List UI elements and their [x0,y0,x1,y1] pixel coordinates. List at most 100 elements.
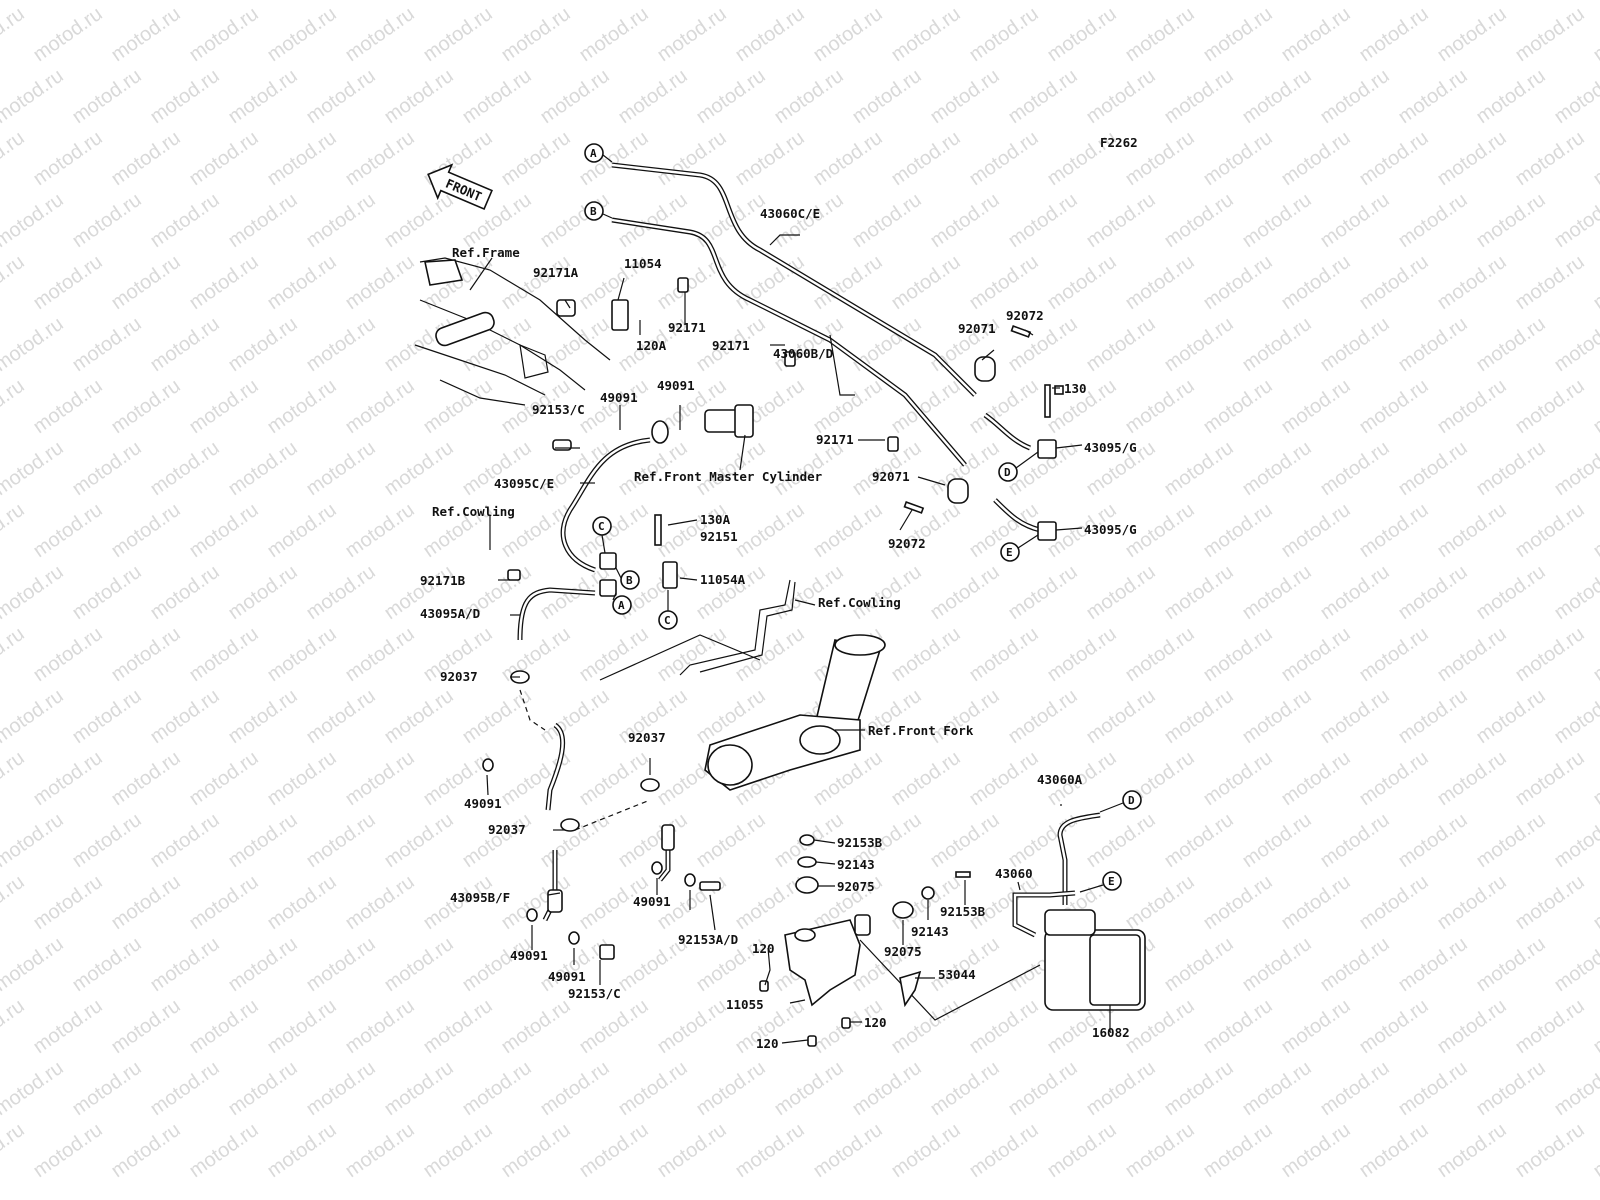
watermark-text: motod.ru [302,65,379,128]
watermark-text: motod.ru [1160,189,1237,252]
watermark-text: motod.ru [146,0,223,4]
watermark-text: motod.ru [653,127,730,190]
connector-d-abs: D [1099,790,1142,813]
watermark-text: motod.ru [419,375,496,438]
watermark-text: motod.ru [0,0,68,4]
watermark-text: motod.ru [185,375,262,438]
watermark-text: motod.ru [146,1057,223,1120]
watermark-text: motod.ru [380,437,457,500]
watermark-text: motod.ru [1511,375,1588,438]
watermark-text: motod.ru [575,375,652,438]
watermark-text: motod.ru [1277,623,1354,686]
watermark-text: motod.ru [770,0,847,4]
watermark-text: motod.ru [1511,127,1588,190]
watermark-text: motod.ru [1433,747,1510,810]
watermark-text: motod.ru [653,623,730,686]
watermark-text: motod.ru [1238,685,1315,748]
watermark-text: motod.ru [497,3,574,66]
watermark-text: motod.ru [1355,623,1432,686]
watermark-text: motod.ru [614,65,691,128]
watermark-text: motod.ru [1355,251,1432,314]
watermark-text: motod.ru [1160,685,1237,748]
watermark-text: motod.ru [1355,747,1432,810]
watermark-text: motod.ru [107,3,184,66]
watermark-text: motod.ru [926,933,1003,996]
watermark-text: motod.ru [1121,251,1198,314]
label-49091-f: 49091 [633,894,671,909]
watermark-text: motod.ru [0,375,29,438]
watermark-text: motod.ru [1316,685,1393,748]
watermark-text: motod.ru [1043,251,1120,314]
watermark-text: motod.ru [536,0,613,4]
connector-markers: A B D C B A C D E E [584,143,1142,893]
frame-drawing [414,257,611,406]
watermark-text: motod.ru [1082,1057,1159,1120]
watermark-text: motod.ru [1316,65,1393,128]
watermark-text: motod.ru [1511,623,1588,686]
watermark-text: motod.ru [770,561,847,624]
watermark-text: motod.ru [1004,685,1081,748]
watermark-text: motod.ru [224,1057,301,1120]
label-92153b-top: 92153B [837,835,883,850]
watermark-text: motod.ru [848,0,925,4]
watermark-text: motod.ru [1472,189,1549,252]
watermark-text: motod.ru [68,809,145,872]
watermark-text: motod.ru [1550,189,1600,252]
watermark-text: motod.ru [848,561,925,624]
watermark-text: motod.ru [809,127,886,190]
label-92153b-right: 92153B [940,904,986,919]
label-130a: 130A [700,512,731,527]
watermark-text: motod.ru [107,127,184,190]
watermark-text: motod.ru [0,189,68,252]
watermark-text: motod.ru [1355,995,1432,1058]
watermark-text: motod.ru [1043,623,1120,686]
watermark-text: motod.ru [887,251,964,314]
label-11054: 11054 [624,256,662,271]
watermark-text: motod.ru [419,1119,496,1182]
label-120a: 120A [636,338,667,353]
watermark-text: motod.ru [1160,1057,1237,1120]
watermark-text: motod.ru [458,65,535,128]
watermark-text: motod.ru [29,871,106,934]
label-11054a: 11054A [700,572,746,587]
label-11055: 11055 [726,997,764,1012]
watermark-text: motod.ru [0,65,68,128]
watermark-text: motod.ru [887,747,964,810]
label-ref-cowling-left: Ref.Cowling [432,504,515,519]
watermark-text: motod.ru [302,313,379,376]
watermark-text: motod.ru [1550,685,1600,748]
watermark-text: motod.ru [1238,933,1315,996]
watermark-text: motod.ru [1199,375,1276,438]
watermark-text: motod.ru [770,65,847,128]
label-92151: 92151 [700,529,738,544]
watermark-text: motod.ru [1433,871,1510,934]
watermark-text: motod.ru [185,499,262,562]
watermark-text: motod.ru [1004,65,1081,128]
watermark-text: motod.ru [107,747,184,810]
watermark-text: motod.ru [68,65,145,128]
watermark-text: motod.ru [1394,65,1471,128]
watermark-text: motod.ru [458,809,535,872]
watermark-text: motod.ru [224,809,301,872]
label-ref-cowling-right: Ref.Cowling [818,595,901,610]
watermark-text: motod.ru [887,375,964,438]
watermark-text: motod.ru [68,685,145,748]
watermark-text: motod.ru [1121,375,1198,438]
watermark-text: motod.ru [653,1119,730,1182]
watermark-text: motod.ru [1550,437,1600,500]
watermark-text: motod.ru [380,1057,457,1120]
watermark-text: motod.ru [1160,809,1237,872]
watermark-text: motod.ru [614,809,691,872]
watermark-text: motod.ru [497,1119,574,1182]
watermark-text: motod.ru [926,809,1003,872]
watermark-text: motod.ru [29,747,106,810]
watermark-text: motod.ru [341,995,418,1058]
abs-bracket [784,914,1041,1021]
svg-text:C: C [598,520,605,533]
watermark-text: motod.ru [1355,375,1432,438]
watermark-text: motod.ru [0,251,29,314]
connector-e-right: E [1000,534,1039,562]
watermark-text: motod.ru [341,871,418,934]
svg-text:C: C [664,614,671,627]
